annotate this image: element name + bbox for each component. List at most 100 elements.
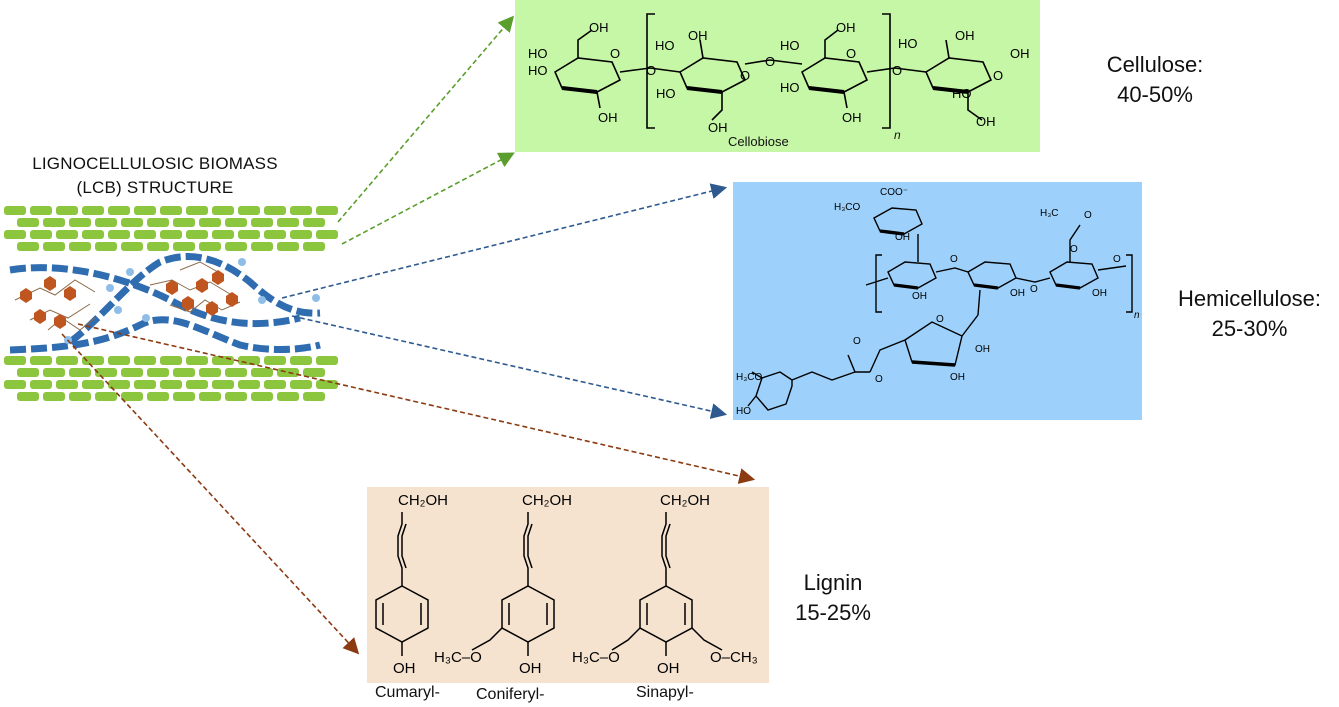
fibril-segment — [121, 242, 143, 251]
cellulose-fibrils-top — [4, 206, 338, 251]
oh-label: OH — [657, 660, 680, 677]
cellulose-panel — [515, 0, 1040, 152]
meo-label: H₃CO — [834, 202, 861, 213]
fibril-segment — [303, 242, 325, 251]
fibril-segment — [82, 206, 104, 215]
fibril-segment — [43, 218, 65, 227]
link-o-label: O — [646, 63, 656, 78]
oh-label: OH — [955, 28, 975, 43]
fibril-segment — [225, 242, 247, 251]
o-label: O — [950, 254, 958, 265]
fibril-segment — [95, 242, 117, 251]
fibril-segment — [303, 368, 325, 377]
oh-label: OH — [393, 660, 416, 677]
fibril-segment — [199, 392, 221, 401]
lignin-structures — [375, 512, 723, 656]
fibril-segment — [95, 218, 117, 227]
fibril-segment — [108, 230, 130, 239]
fibril-segment — [108, 206, 130, 215]
oh-label: OH — [1010, 288, 1025, 299]
fibril-segment — [316, 230, 338, 239]
fibril-segment — [173, 392, 195, 401]
fibril-segment — [290, 380, 312, 389]
fibril-segment — [95, 392, 117, 401]
fibril-segment — [147, 368, 169, 377]
oh-label: OH — [598, 110, 618, 125]
fibril-segment — [17, 392, 39, 401]
o-label: O — [1070, 244, 1078, 255]
o-label: O — [853, 336, 861, 347]
fibril-segment — [43, 242, 65, 251]
fibril-segment — [238, 206, 260, 215]
ho-label: HO — [736, 406, 751, 417]
oh-label: OH — [519, 660, 542, 677]
lignin-annotation: Lignin 15-25% — [778, 568, 888, 628]
lignin-atom-labels: CH₂OH OH CH₂OH OH H₃C–O CH₂OH OH H₃C–O O… — [393, 492, 758, 677]
ring-o-label: O — [610, 46, 620, 61]
fibril-segment — [225, 218, 247, 227]
fibril-segment — [82, 356, 104, 365]
fibril-segment — [316, 380, 338, 389]
fibril-segment — [316, 206, 338, 215]
fibril-segment — [238, 230, 260, 239]
fibril-segment — [264, 356, 286, 365]
hemicellulose-structure — [747, 207, 1133, 411]
fibril-segment — [160, 206, 182, 215]
lignin-arrows — [61, 323, 756, 655]
fibril-segment — [17, 218, 39, 227]
fibril-segment — [56, 206, 78, 215]
acetyl-label: H₃C — [1040, 208, 1059, 219]
fibril-segment — [30, 380, 52, 389]
lignin-percent: 15-25% — [795, 600, 871, 625]
oh-label: OH — [589, 20, 609, 35]
cellulose-repeat-n: n — [894, 128, 901, 142]
fibril-segment — [121, 392, 143, 401]
hemicellulose-atom-labels: COO⁻ H₃CO H₃C O O OH O OH OH O OH O O OH… — [736, 187, 1140, 417]
fibril-segment — [303, 392, 325, 401]
fibril-segment — [290, 230, 312, 239]
fibril-segment — [4, 356, 26, 365]
fibril-segment — [225, 392, 247, 401]
fibril-segment — [82, 380, 104, 389]
fibril-segment — [134, 206, 156, 215]
fibril-segment — [173, 242, 195, 251]
fibril-segment — [17, 368, 39, 377]
coo-label: COO⁻ — [880, 187, 908, 198]
hemicellulose-panel — [733, 182, 1142, 420]
fibril-segment — [173, 368, 195, 377]
ho-label: HO — [655, 38, 675, 53]
fibril-segment — [30, 356, 52, 365]
o-label: O — [1030, 284, 1038, 295]
fibril-segment — [108, 380, 130, 389]
fibril-segment — [56, 356, 78, 365]
fibril-segment — [251, 392, 273, 401]
ch2oh-label: CH₂OH — [522, 492, 572, 509]
fibril-segment — [30, 230, 52, 239]
fibril-segment — [173, 218, 195, 227]
ring-o-label: O — [846, 46, 856, 61]
fibril-segment — [277, 242, 299, 251]
lignin-panel — [367, 487, 769, 683]
fibril-segment — [121, 368, 143, 377]
fibril-segment — [121, 218, 143, 227]
meo-label: H₃CO — [736, 372, 763, 383]
oh-label: OH — [842, 110, 862, 125]
fibril-segment — [186, 206, 208, 215]
cellulose-arrows — [337, 15, 515, 245]
fibril-segment — [4, 206, 26, 215]
lignin-network — [14, 261, 241, 331]
oh-label: OH — [895, 232, 910, 243]
ho-label: HO — [952, 86, 972, 101]
fibril-segment — [160, 380, 182, 389]
oh-label: OH — [688, 28, 708, 43]
fibril-segment — [290, 206, 312, 215]
monomer-cumaryl: Cumaryl- — [375, 684, 440, 701]
hemicellulose-branches — [64, 258, 320, 344]
o-label: O — [1113, 254, 1121, 265]
fibril-segment — [147, 392, 169, 401]
cellulose-atom-labels: OH HO HO OH O O HO OH HO O OH O OH HO HO… — [528, 20, 1030, 135]
hemicellulose-label: Hemicellulose: — [1177, 286, 1322, 311]
link-o-label: O — [765, 54, 775, 69]
oh-label: OH — [976, 114, 996, 129]
